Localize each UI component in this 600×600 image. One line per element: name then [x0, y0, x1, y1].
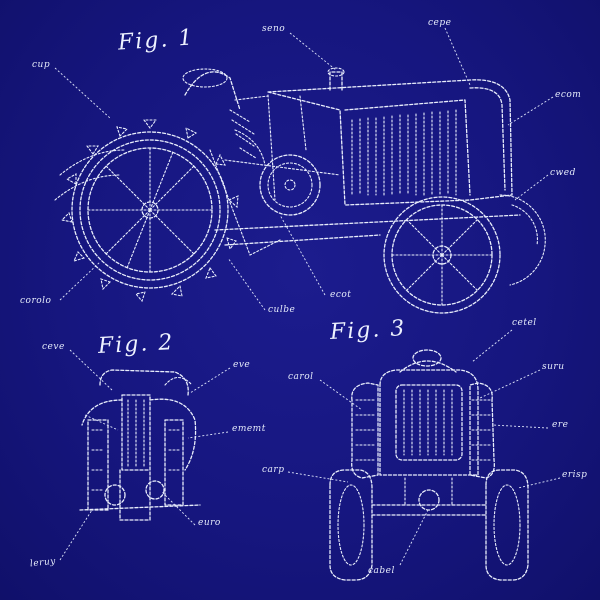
fig1-label: culbe — [268, 305, 296, 315]
leader-lines — [54, 27, 561, 566]
fig1-label: ecot — [330, 290, 352, 300]
fig3-label: carp — [262, 465, 285, 475]
fig2-label: ceve — [42, 342, 65, 352]
fig3-label: ere — [552, 420, 569, 430]
fig1-label: seno — [262, 24, 286, 34]
fig3-label: carol — [288, 372, 314, 382]
fig2-label: euro — [198, 518, 221, 528]
fig1-label: corolo — [20, 296, 52, 306]
fig1-label: cup — [32, 60, 51, 70]
fig3-label: cabel — [368, 566, 395, 576]
fig1-title: Fig. 1 — [117, 25, 196, 56]
fig3-tractor-front-view — [329, 349, 529, 581]
fig1-front-wheel — [383, 196, 501, 314]
fig2-label: ememt — [232, 424, 266, 434]
fig3-label: suru — [542, 362, 565, 372]
fig1-label: ecom — [555, 90, 582, 100]
fig1-rear-wheel — [60, 119, 239, 303]
fig3-label: cetel — [512, 318, 537, 328]
fig1-label: cwed — [550, 168, 576, 178]
fig3-title: Fig. 3 — [329, 316, 407, 345]
fig1-tractor-side-view — [54, 67, 546, 314]
fig2-label: eve — [233, 360, 251, 370]
fig1-label: cepe — [428, 18, 452, 28]
fig2-title: Fig. 2 — [97, 330, 175, 359]
fig3-label: erisp — [562, 470, 588, 480]
fig2-tractor-rear-view — [79, 369, 201, 521]
